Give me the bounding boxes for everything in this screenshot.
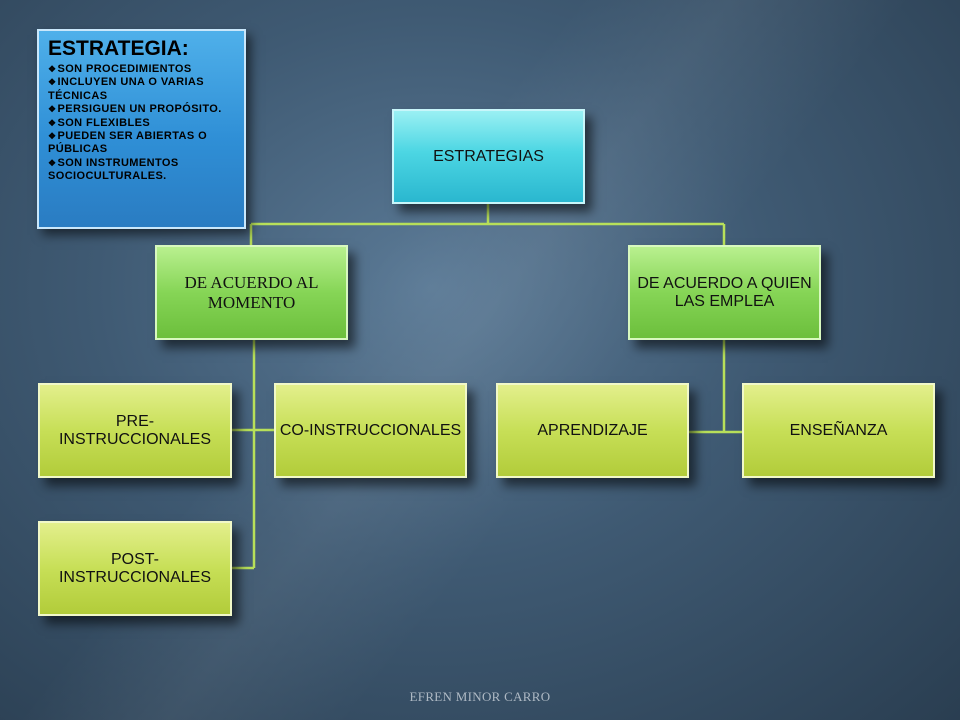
node-post-label: POST-INSTRUCCIONALES — [58, 550, 212, 586]
definition-title: ESTRATEGIA: — [48, 37, 189, 60]
definition-item-text: PUEDEN SER ABIERTAS O PÚBLICAS — [48, 130, 208, 156]
definition-item-text: SON FLEXIBLES — [57, 116, 151, 129]
definition-item: ❖PUEDEN SER ABIERTAS O PÚBLICAS — [48, 130, 236, 157]
diamond-bullet-icon: ❖ — [48, 131, 57, 142]
node-aprendizaje: APRENDIZAJE — [496, 383, 689, 478]
node-pre-instruccionales: PRE-INSTRUCCIONALES — [38, 383, 232, 478]
node-co-label: CO-INSTRUCCIONALES — [279, 421, 462, 439]
node-aprendizaje-label: APRENDIZAJE — [537, 421, 648, 439]
definition-item-text: PERSIGUEN UN PROPÓSITO. — [57, 103, 222, 116]
node-post-instruccionales: POST-INSTRUCCIONALES — [38, 521, 232, 616]
node-pre-label: PRE-INSTRUCCIONALES — [58, 412, 212, 448]
diamond-bullet-icon: ❖ — [48, 117, 57, 128]
definition-item: ❖INCLUYEN UNA O VARIAS TÉCNICAS — [48, 76, 236, 103]
node-ensenanza-label: ENSEÑANZA — [789, 421, 888, 439]
diamond-bullet-icon: ❖ — [48, 104, 57, 115]
definition-item: ❖SON FLEXIBLES — [48, 117, 236, 130]
node-quien-label: DE ACUERDO A QUIEN LAS EMPLEA — [637, 274, 812, 310]
node-ensenanza: ENSEÑANZA — [742, 383, 935, 478]
node-de-acuerdo-al-momento: DE ACUERDO AL MOMENTO — [155, 245, 348, 340]
definition-item: ❖SON INSTRUMENTOS SOCIOCULTURALES. — [48, 157, 236, 184]
definition-item-text: SON INSTRUMENTOS SOCIOCULTURALES. — [48, 156, 179, 183]
diamond-bullet-icon: ❖ — [48, 64, 57, 74]
definition-item: ❖SON PROCEDIMIENTOS — [48, 63, 236, 76]
diamond-bullet-icon: ❖ — [48, 77, 57, 88]
definition-item-text: SON PROCEDIMIENTOS — [57, 63, 192, 75]
definition-item: ❖PERSIGUEN UN PROPÓSITO. — [48, 103, 236, 116]
node-de-acuerdo-a-quien-las-emplea: DE ACUERDO A QUIEN LAS EMPLEA — [628, 245, 821, 340]
definition-list: ❖SON PROCEDIMIENTOS ❖INCLUYEN UNA O VARI… — [48, 63, 236, 184]
node-estrategias: ESTRATEGIAS — [392, 109, 585, 204]
definition-item-text: INCLUYEN UNA O VARIAS TÉCNICAS — [48, 76, 204, 102]
node-estrategias-label: ESTRATEGIAS — [433, 147, 544, 165]
diamond-bullet-icon: ❖ — [48, 157, 57, 168]
node-co-instruccionales: CO-INSTRUCCIONALES — [274, 383, 467, 478]
estrategia-definition-box: ESTRATEGIA: ❖SON PROCEDIMIENTOS ❖INCLUYE… — [37, 29, 246, 229]
footer-author: EFREN MINOR CARRO — [409, 689, 551, 704]
node-momento-label: DE ACUERDO AL MOMENTO — [184, 272, 319, 312]
